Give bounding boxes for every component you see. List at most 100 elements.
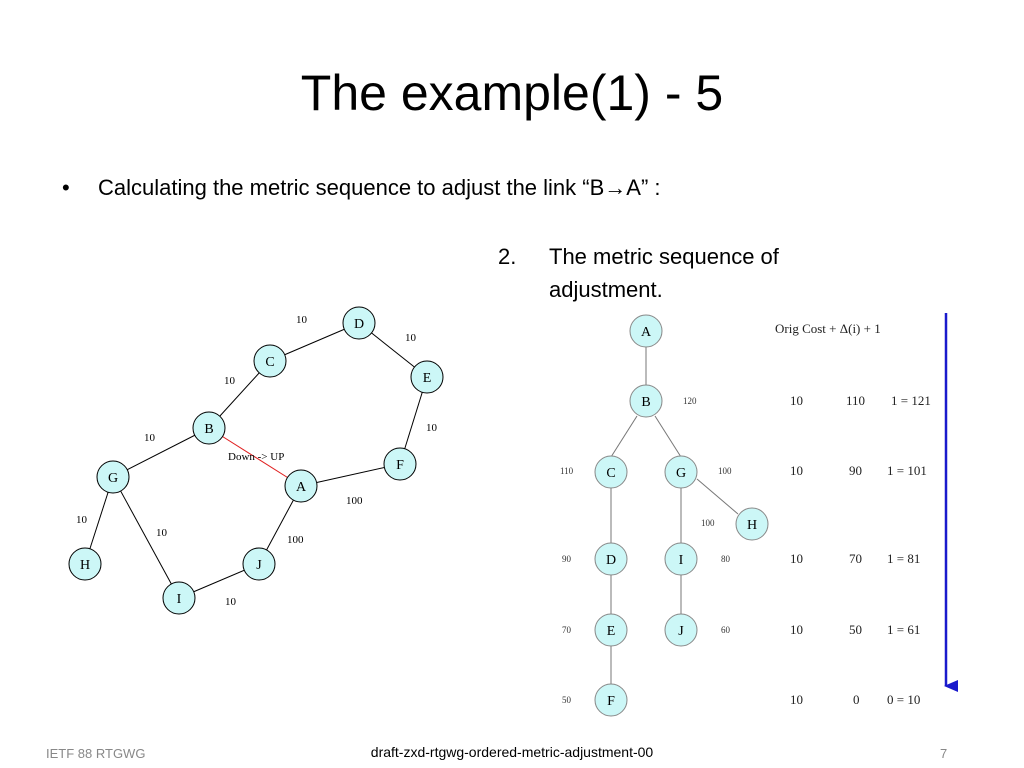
row-orig: 10 [790, 393, 803, 408]
row-orig: 10 [790, 692, 803, 707]
row-result: 1 = 101 [887, 463, 927, 478]
edge-label-i-j: 10 [225, 596, 237, 608]
edge-label-b-c: 10 [224, 375, 236, 387]
bullet-line: • Calculating the metric sequence to adju… [62, 175, 661, 201]
tree-metrics: 120 110 100 100 90 80 70 60 50 [560, 396, 732, 705]
edge-label-d-e: 10 [405, 332, 417, 344]
right-arrow-icon: → [604, 175, 627, 200]
graph-node-label: B [204, 422, 213, 437]
edge-label-g-b: 10 [144, 432, 156, 444]
adjustment-tree: A B C G H D I E J F 120 110 100 100 90 8… [560, 313, 958, 717]
edge-b-a [208, 427, 302, 487]
tree-node-d: D [594, 542, 628, 576]
row-delta: 90 [849, 463, 862, 478]
tree-metric-i: 80 [721, 554, 731, 564]
row-orig: 10 [790, 622, 803, 637]
tree-metric-d: 90 [562, 554, 572, 564]
edge-label-b-a: Down -> UP [228, 451, 284, 463]
bullet-symbol: • [62, 175, 70, 200]
tree-node-label: A [641, 325, 652, 340]
tree-edges [610, 347, 739, 684]
network-graph: 10 10 10 10 10 Down -> UP 100 10 10 100 … [68, 306, 444, 615]
footer-left: IETF 88 RTGWG [46, 746, 146, 761]
row-result: 1 = 121 [891, 393, 931, 408]
graph-node-label: A [296, 480, 307, 495]
step-number: 2. [498, 244, 517, 269]
graph-node-g: G [96, 460, 130, 494]
graph-node-label: F [396, 458, 404, 473]
tree-edge-g-h [696, 478, 739, 515]
tree-edge-b-g [654, 415, 682, 458]
tree-nodes: A B C G H D I E J F [594, 314, 769, 717]
edge-g-i [112, 476, 180, 599]
sequence-header: Orig Cost + Δ(i) + 1 [775, 321, 881, 336]
tree-node-j: J [664, 613, 698, 647]
footer-center: draft-zxd-rtgwg-ordered-metric-adjustmen… [370, 744, 654, 760]
tree-node-e: E [594, 613, 628, 647]
bullet-text-after: A” : [626, 175, 661, 200]
tree-metric-b: 120 [683, 396, 697, 406]
tree-node-h: H [735, 507, 769, 541]
edge-a-f [300, 463, 401, 487]
tree-node-label: I [679, 553, 684, 568]
sequence-row: 10 0 0 = 10 [790, 692, 920, 707]
edge-g-b [112, 427, 210, 478]
tree-node-label: E [607, 624, 616, 639]
graph-nodes: D C E B F G A H J I [68, 306, 444, 615]
graph-node-label: I [177, 592, 182, 607]
row-delta: 50 [849, 622, 862, 637]
tree-node-i: I [664, 542, 698, 576]
graph-node-f: F [383, 447, 417, 481]
graph-node-e: E [410, 360, 444, 394]
edge-label-j-a: 100 [287, 534, 304, 546]
tree-metric-c: 110 [560, 466, 574, 476]
tree-node-b: B [629, 384, 663, 418]
tree-node-f: F [594, 683, 628, 717]
graph-node-h: H [68, 547, 102, 581]
graph-node-label: E [423, 371, 432, 386]
tree-node-c: C [594, 455, 628, 489]
row-delta: 110 [846, 393, 865, 408]
tree-node-a: A [629, 314, 663, 348]
row-orig: 10 [790, 551, 803, 566]
sequence-row: 10 90 1 = 101 [790, 463, 927, 478]
sequence-row: 10 110 1 = 121 [790, 393, 931, 408]
bullet-text-before: Calculating the metric sequence to adjus… [98, 175, 605, 200]
graph-node-a: A [284, 469, 318, 503]
row-delta: 70 [849, 551, 862, 566]
sequence-row: 10 50 1 = 61 [790, 622, 920, 637]
tree-metric-f: 50 [562, 695, 572, 705]
tree-metric-j: 60 [721, 625, 731, 635]
graph-node-b: B [192, 411, 226, 445]
tree-node-label: J [678, 624, 684, 639]
slide-title: The example(1) - 5 [300, 65, 724, 121]
graph-node-d: D [342, 306, 376, 340]
tree-node-label: D [606, 553, 616, 568]
edge-label-c-d: 10 [296, 314, 308, 326]
graph-node-label: J [256, 558, 262, 573]
row-result: 0 = 10 [887, 692, 920, 707]
tree-metric-g: 100 [718, 466, 732, 476]
tree-node-label: G [676, 466, 686, 481]
graph-node-label: H [80, 558, 90, 573]
tree-metric-e: 70 [562, 625, 572, 635]
tree-node-g: G [664, 455, 698, 489]
edge-label-g-h: 10 [76, 514, 88, 526]
edge-label-a-f: 100 [346, 495, 363, 507]
graph-node-c: C [253, 344, 287, 378]
tree-edge-b-c [610, 415, 638, 458]
row-result: 1 = 81 [887, 551, 920, 566]
sequence-table: 10 110 1 = 121 10 90 1 = 101 10 70 1 = 8… [790, 393, 931, 707]
tree-node-label: C [606, 466, 615, 481]
graph-node-j: J [242, 547, 276, 581]
row-delta: 0 [853, 692, 860, 707]
tree-node-label: H [747, 518, 757, 533]
tree-node-label: B [641, 395, 650, 410]
graph-node-label: C [265, 355, 274, 370]
edge-label-e-f: 10 [426, 422, 438, 434]
slide-number: 7 [940, 746, 948, 761]
graph-node-i: I [162, 581, 196, 615]
edge-label-g-i: 10 [156, 527, 168, 539]
row-result: 1 = 61 [887, 622, 920, 637]
